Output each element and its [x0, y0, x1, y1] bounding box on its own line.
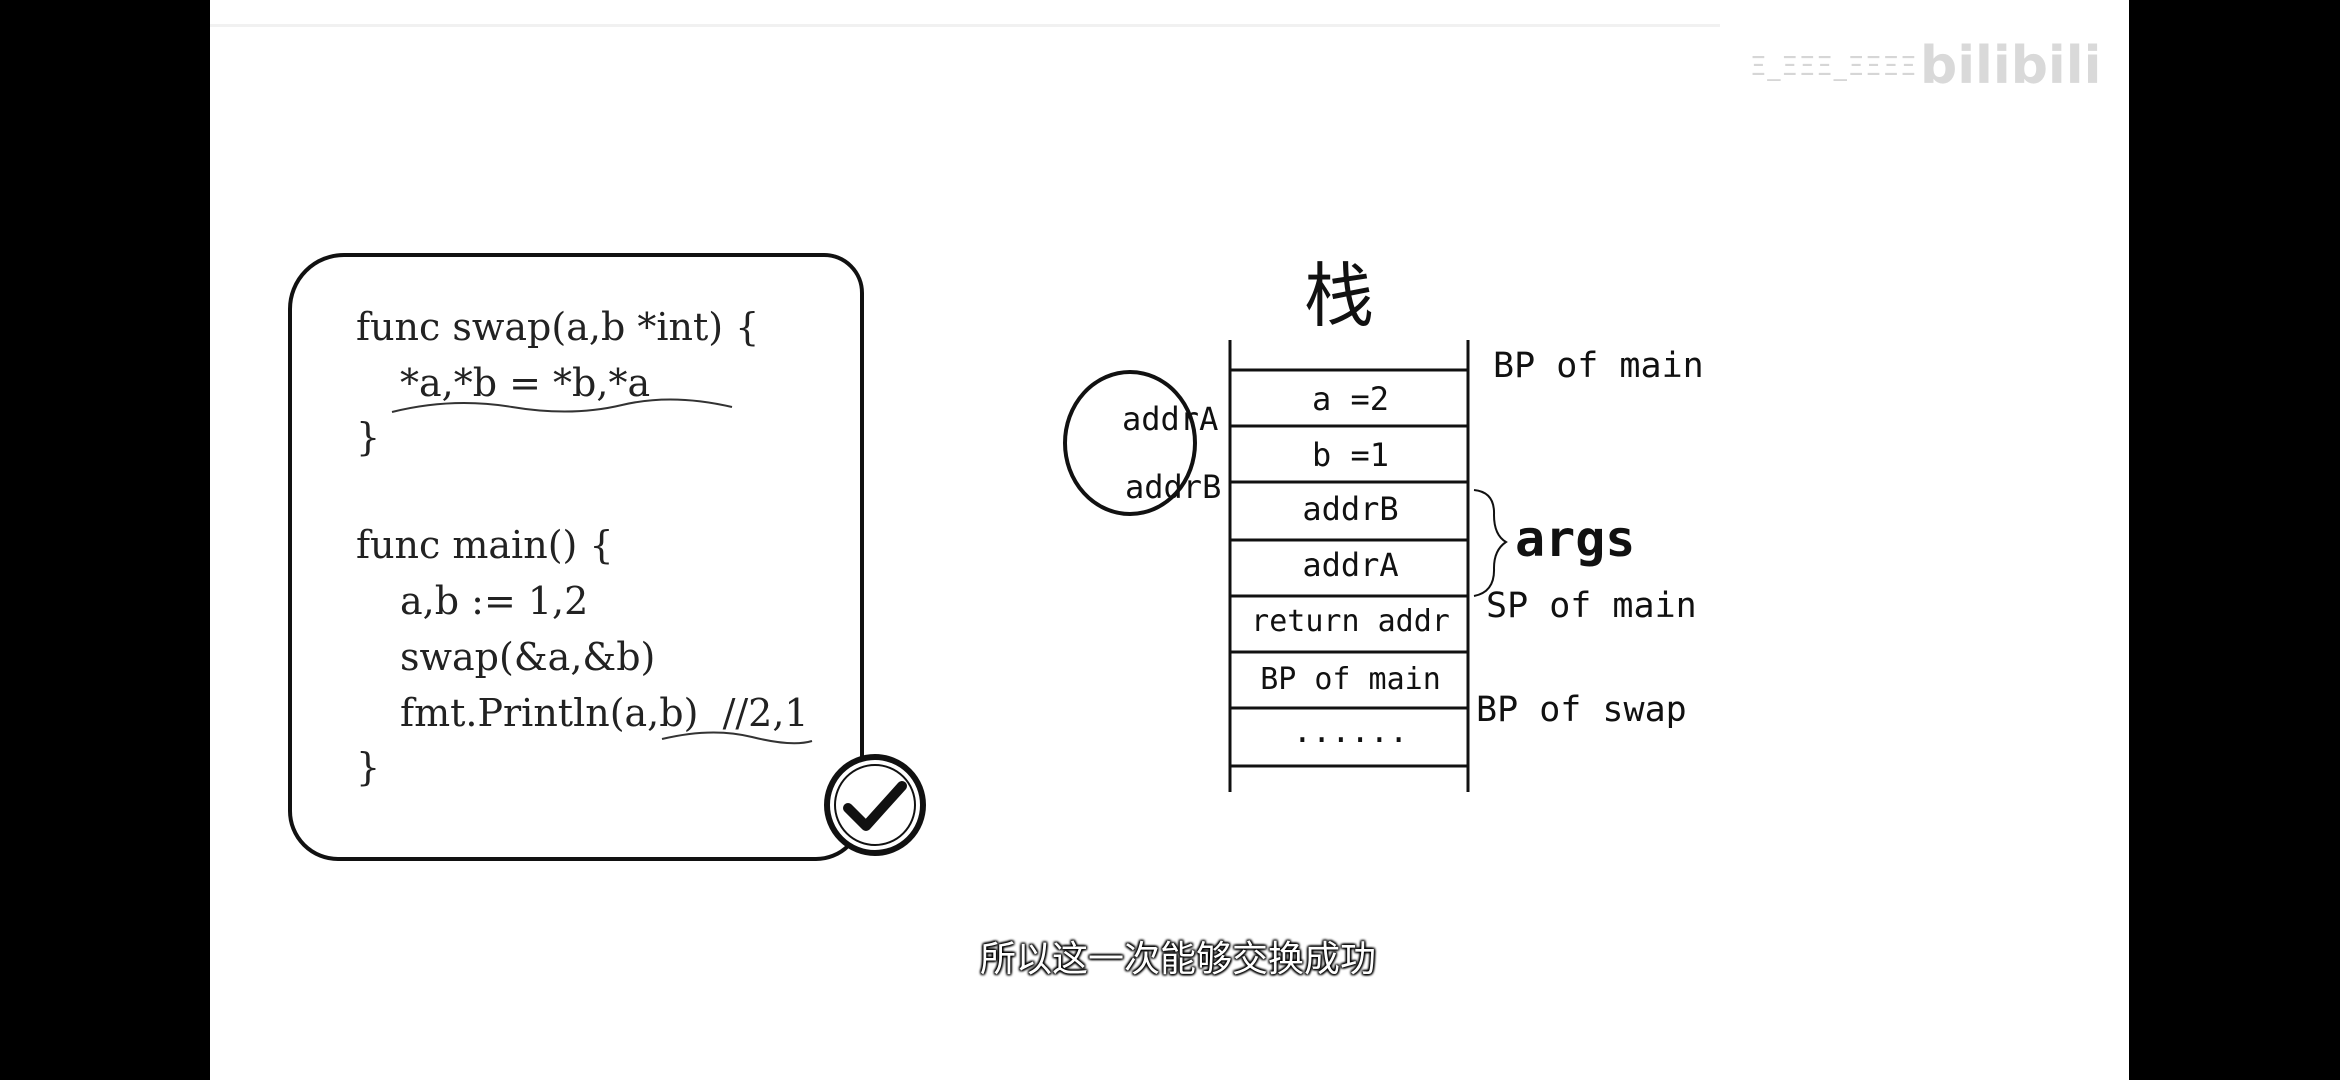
code-line: fmt.Println(a,b) //2,1	[400, 691, 809, 735]
stack-cell: addrA	[1302, 546, 1399, 584]
label-bp-of-swap: BP of swap	[1476, 690, 1687, 730]
stack-cell: addrB	[1302, 490, 1399, 528]
left-letterbox	[0, 0, 210, 1080]
code-line: }	[356, 415, 381, 459]
code-line: a,b := 1,2	[400, 579, 589, 623]
code-line: *a,*b = *b,*a	[400, 361, 651, 405]
label-sp-of-main: SP of main	[1486, 586, 1697, 626]
watermark-text: Ξ_ΞΞΞ_ΞΞΞΞ	[1750, 52, 1918, 82]
bilibili-logo: bilibili	[1920, 36, 2102, 96]
circle-label-addrA: addrA	[1122, 400, 1219, 438]
underline-squiggles	[391, 398, 813, 745]
check-icon	[824, 754, 926, 856]
stack-cell: BP of main	[1260, 662, 1441, 697]
top-divider	[210, 24, 1720, 27]
code-line: func main() {	[356, 523, 614, 567]
stack-cell: b =1	[1311, 436, 1390, 474]
video-frame[interactable]: Ξ_ΞΞΞ_ΞΞΞΞ bilibili func swap(a,b *int) …	[210, 0, 2129, 1080]
stack-diagram	[1063, 340, 1508, 792]
circle-label-addrB: addrB	[1125, 468, 1222, 506]
label-args: args	[1515, 510, 1636, 568]
code-block: func swap(a,b *int) { *a,*b = *b,*a } fu…	[292, 257, 860, 857]
code-line: }	[356, 745, 381, 789]
code-line: func swap(a,b *int) {	[356, 305, 760, 349]
right-letterbox	[2129, 0, 2340, 1080]
stack-title: 栈	[1304, 255, 1374, 337]
subtitle-caption: 所以这一次能够交换成功	[980, 939, 1377, 980]
code-card: func swap(a,b *int) { *a,*b = *b,*a } fu…	[288, 253, 926, 861]
stack-cell: a =2	[1311, 380, 1390, 418]
code-line: swap(&a,&b)	[400, 635, 656, 679]
stack-cell: return addr	[1251, 604, 1450, 639]
stack-cell: ......	[1292, 712, 1409, 750]
label-bp-of-main: BP of main	[1493, 346, 1704, 386]
